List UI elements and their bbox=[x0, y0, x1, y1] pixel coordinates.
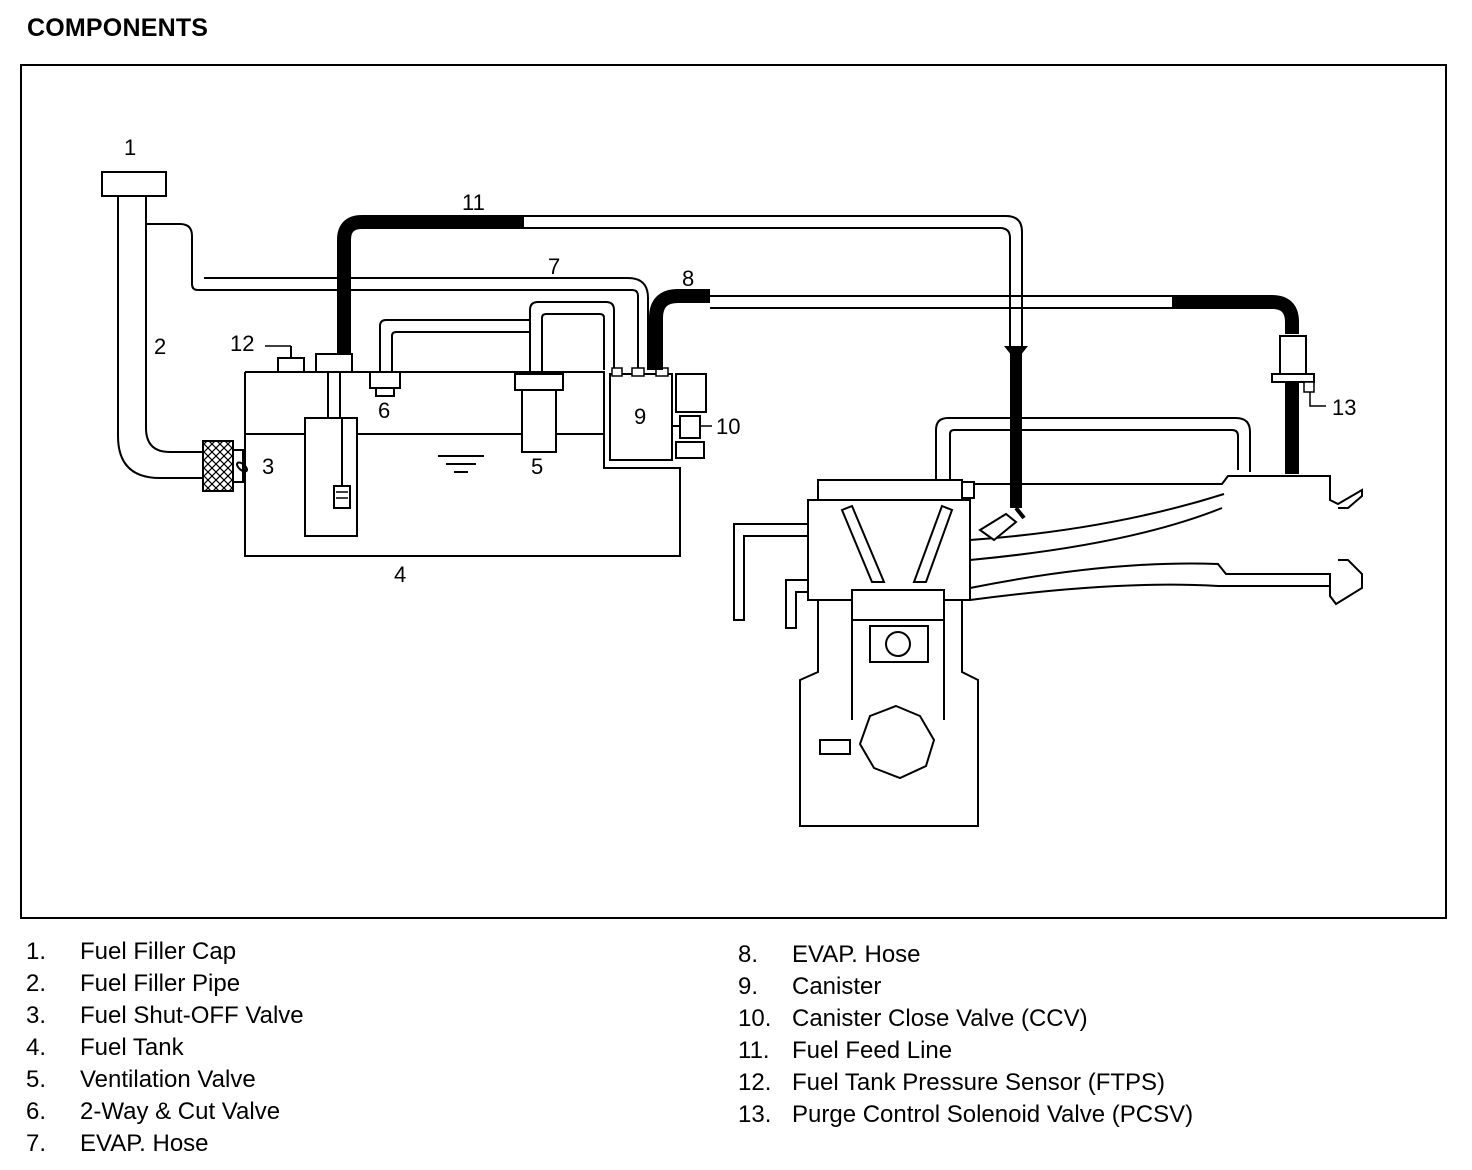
evap-hose-7 bbox=[146, 223, 639, 370]
legend-label: Fuel Feed Line bbox=[792, 1037, 953, 1064]
callout-2: 2 bbox=[154, 334, 166, 359]
intake-manifold bbox=[968, 475, 1363, 509]
callout-7: 7 bbox=[548, 254, 560, 279]
legend-label: Canister bbox=[792, 973, 882, 1000]
callout-13: 13 bbox=[1332, 395, 1356, 420]
legend-label: Fuel Tank bbox=[80, 1034, 184, 1061]
legend-label: Ventilation Valve bbox=[80, 1066, 256, 1093]
callout-10: 10 bbox=[716, 414, 740, 439]
legend-number: 10. bbox=[738, 1005, 772, 1032]
legend-label: EVAP. Hose bbox=[80, 1130, 209, 1157]
fuel-filler-pipe bbox=[117, 196, 203, 479]
diagram-frame bbox=[20, 64, 1447, 919]
two-way-cut-valve bbox=[369, 371, 401, 389]
callout-3: 3 bbox=[262, 454, 274, 479]
legend-label: Purge Control Solenoid Valve (PCSV) bbox=[792, 1101, 1194, 1128]
fuel-feed-line bbox=[337, 215, 524, 354]
legend-label: EVAP. Hose bbox=[792, 941, 921, 968]
callout-5: 5 bbox=[531, 454, 543, 479]
legend-number: 6. bbox=[26, 1098, 47, 1125]
ftps-sensor bbox=[277, 357, 305, 373]
legend-number: 3. bbox=[26, 1002, 47, 1029]
ccv-valve bbox=[675, 373, 707, 413]
page-title: COMPONENTS bbox=[27, 14, 209, 42]
callout-12: 12 bbox=[230, 331, 254, 356]
ventilation-valve bbox=[514, 373, 564, 391]
legend-label: 2-Way & Cut Valve bbox=[80, 1098, 281, 1125]
callout-11: 11 bbox=[462, 190, 485, 215]
legend-number: 13. bbox=[738, 1101, 772, 1128]
callout-1: 1 bbox=[124, 135, 136, 160]
callout-6: 6 bbox=[378, 398, 390, 423]
legend-number: 9. bbox=[738, 973, 759, 1000]
legend-number: 8. bbox=[738, 941, 759, 968]
legend-number: 2. bbox=[26, 970, 47, 997]
legend-label: Fuel Tank Pressure Sensor (FTPS) bbox=[792, 1069, 1166, 1096]
legend-label: Canister Close Valve (CCV) bbox=[792, 1005, 1088, 1032]
fuel-filler-cap bbox=[101, 171, 167, 197]
legend-right: 8. EVAP. Hose 9. Canister 10. Canister C… bbox=[738, 941, 1438, 1141]
callout-4: 4 bbox=[394, 562, 406, 587]
fuel-shutoff-valve bbox=[202, 440, 234, 492]
legend-left: 1. Fuel Filler Cap 2. Fuel Filler Pipe 3… bbox=[26, 938, 706, 1168]
callout-8: 8 bbox=[682, 266, 694, 291]
legend-number: 12. bbox=[738, 1069, 772, 1096]
fuel-tank bbox=[244, 371, 681, 557]
legend-label: Fuel Shut-OFF Valve bbox=[80, 1002, 304, 1029]
legend-number: 11. bbox=[738, 1037, 770, 1064]
canister bbox=[609, 373, 673, 461]
legend-number: 1. bbox=[26, 938, 47, 965]
legend-label: Fuel Filler Cap bbox=[80, 938, 237, 965]
legend-number: 7. bbox=[26, 1130, 47, 1157]
legend-number: 4. bbox=[26, 1034, 47, 1061]
callout-9: 9 bbox=[634, 404, 646, 429]
pcsv-valve bbox=[1279, 335, 1307, 375]
legend-label: Fuel Filler Pipe bbox=[80, 970, 241, 997]
legend-number: 5. bbox=[26, 1066, 47, 1093]
